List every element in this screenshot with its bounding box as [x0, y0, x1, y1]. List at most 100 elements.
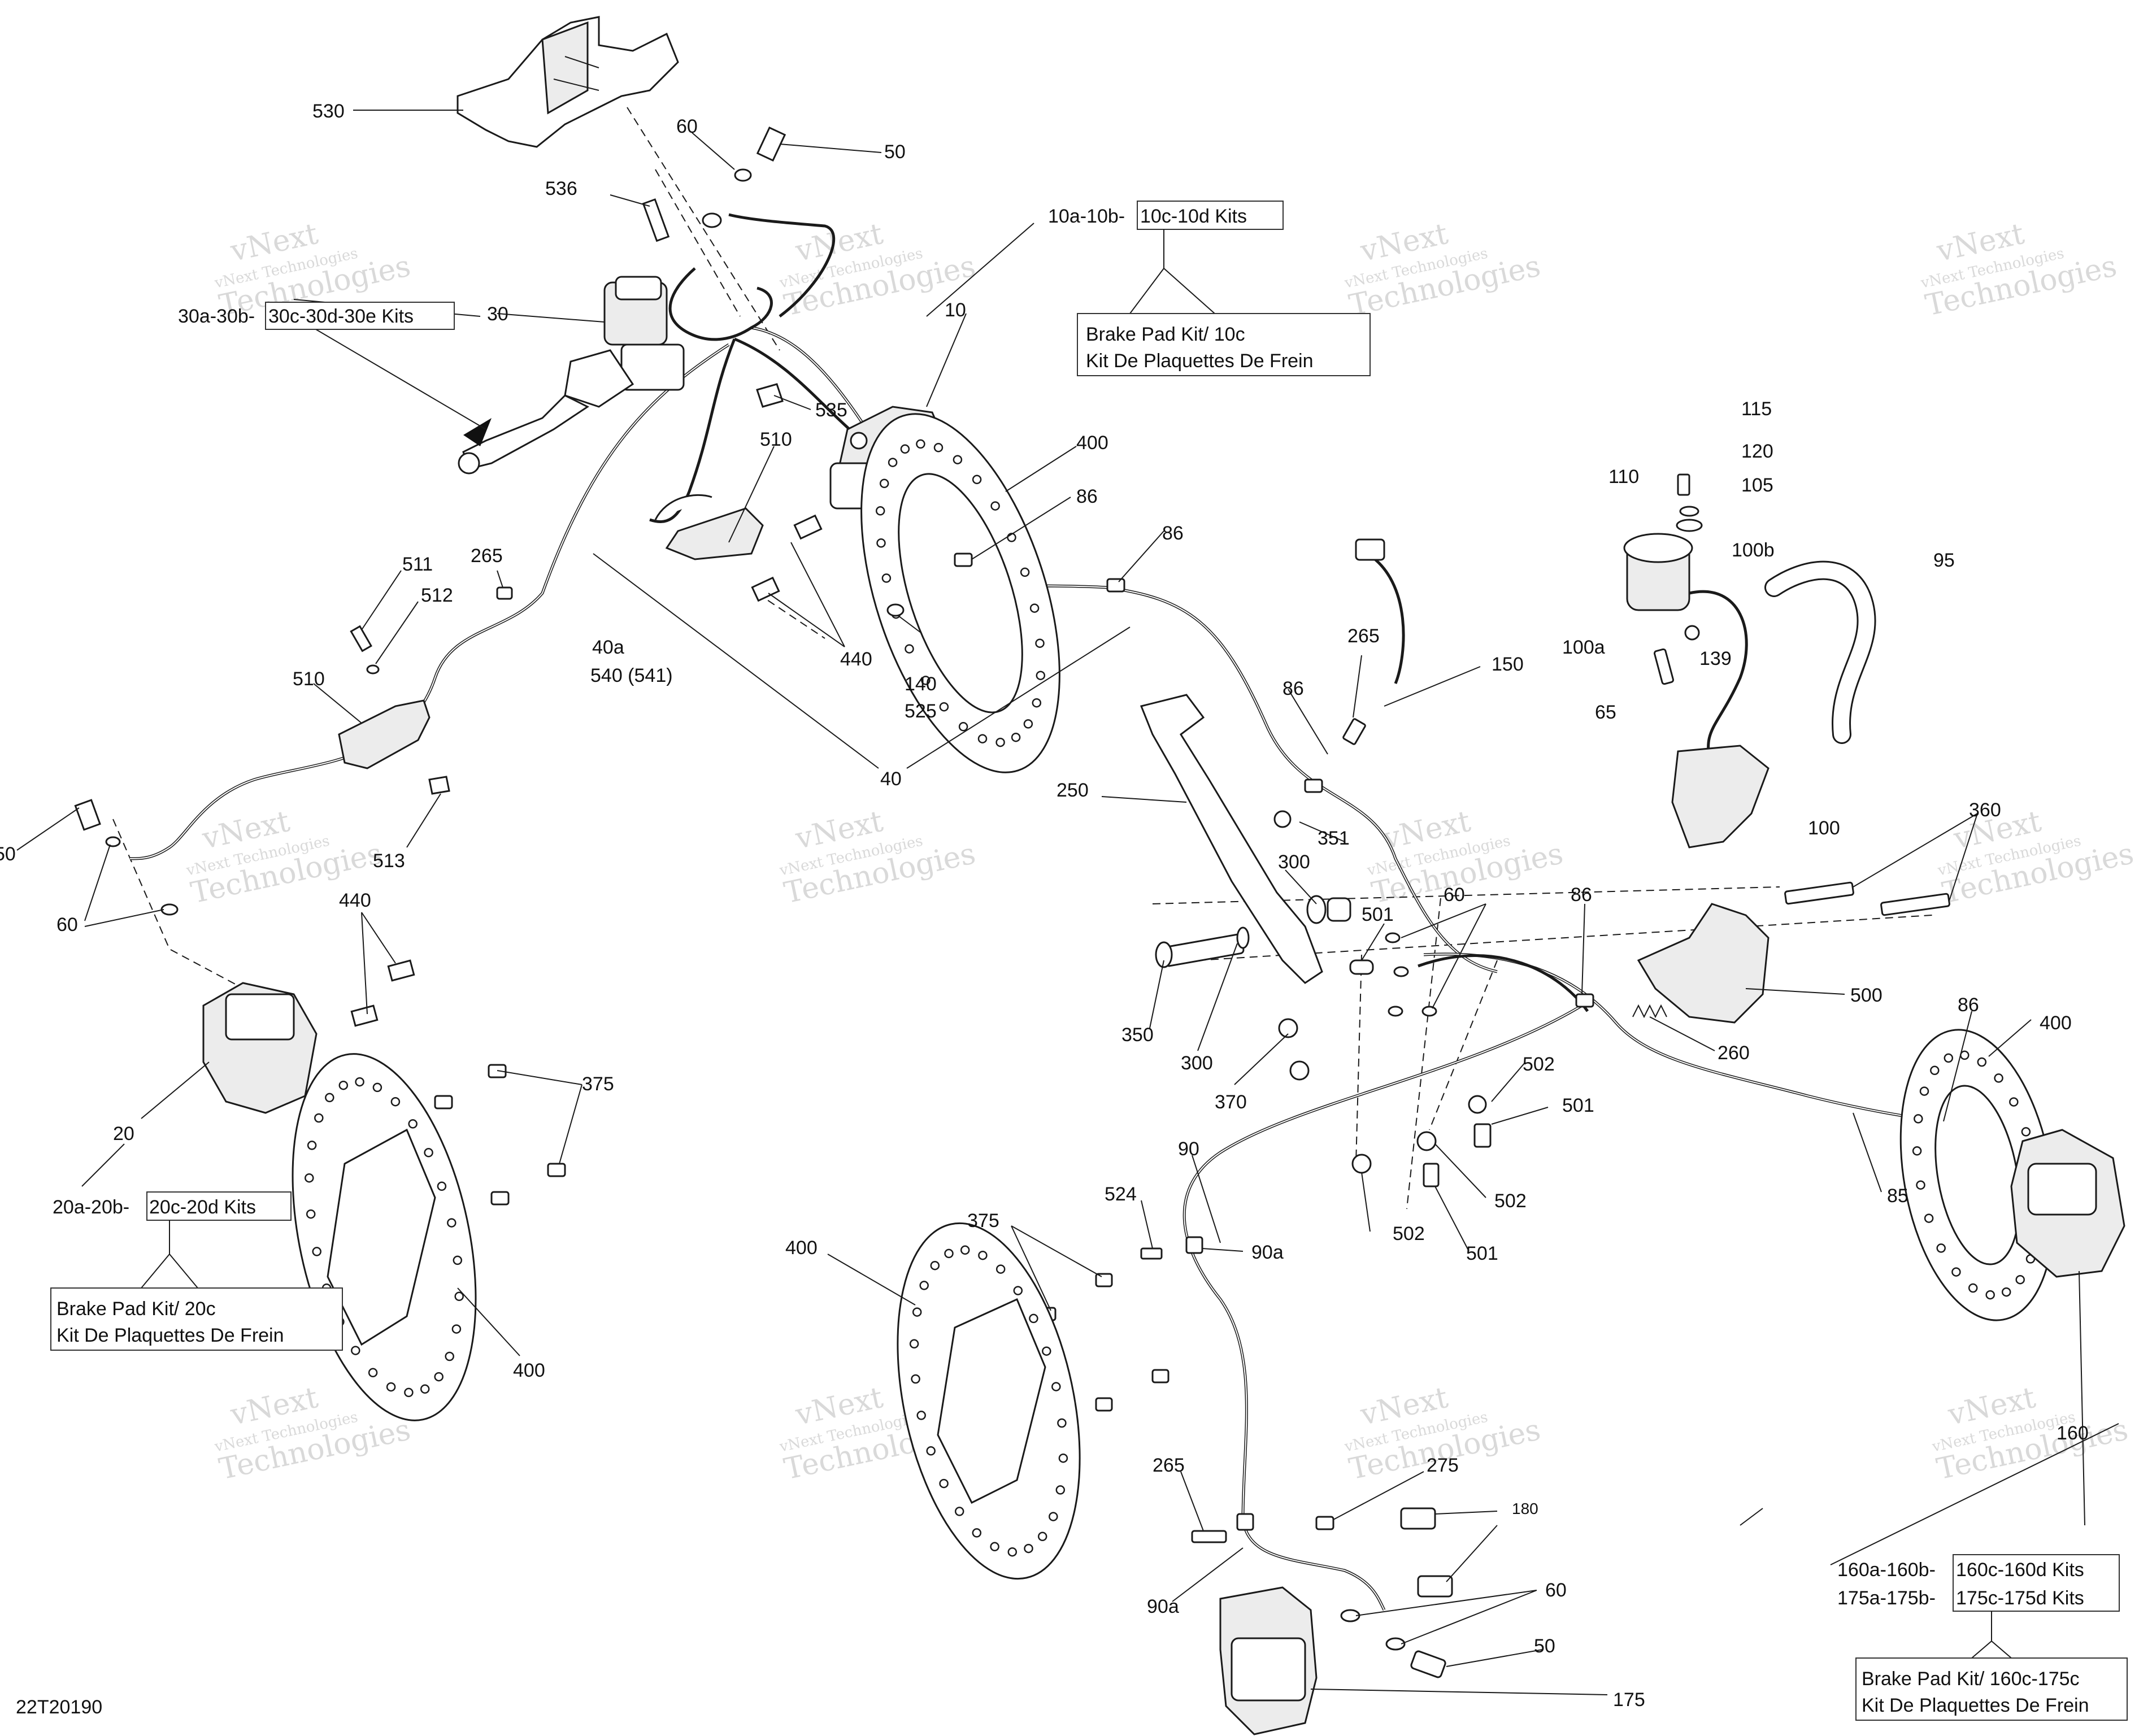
- callout-501: 501: [1562, 1095, 1594, 1116]
- disc-hole: [1944, 1053, 1954, 1063]
- callout-260: 260: [1718, 1042, 1750, 1064]
- clamp-90a-upper: [1185, 1236, 1203, 1254]
- disc-hole: [1968, 1283, 1978, 1293]
- washer-60-left-b: [160, 903, 179, 916]
- nut-370-a: [1278, 1018, 1298, 1038]
- brake-pad-kit-160-line1: Brake Pad Kit/ 160c-175c: [1862, 1668, 2080, 1690]
- callout-20: 20: [113, 1123, 134, 1145]
- callout-350: 350: [1121, 1024, 1154, 1046]
- disc-hole: [1930, 1065, 1940, 1076]
- callout-100a: 100a: [1562, 637, 1605, 658]
- kit-30-box: [265, 302, 455, 330]
- bolt-360-a: [1784, 881, 1854, 905]
- disc-hole: [2015, 1274, 2025, 1285]
- callout-160: 160: [2057, 1422, 2089, 1444]
- disc-hole: [939, 1478, 949, 1489]
- disc-hole: [1037, 1531, 1047, 1542]
- disc-hole: [879, 478, 889, 489]
- disc-hole: [1960, 1050, 1970, 1060]
- callout-512: 512: [421, 585, 453, 606]
- bolt-360-b: [1880, 893, 1950, 916]
- brake-pad-kit-160-line2: Kit De Plaquettes De Frein: [1862, 1695, 2089, 1716]
- disc-hole: [1057, 1418, 1067, 1428]
- kit-160-boxed: 160c-160d Kits: [1956, 1559, 2084, 1581]
- master-cylinder-rear-100: [1671, 745, 1770, 849]
- disc-hole: [977, 734, 988, 743]
- clamp-90a-lower: [1236, 1513, 1254, 1531]
- callout-275: 275: [1427, 1455, 1459, 1476]
- disc-hole: [939, 702, 949, 712]
- callout-375: 375: [967, 1210, 999, 1232]
- spring-260: [1632, 1004, 1667, 1019]
- callout-501: 501: [1362, 904, 1394, 925]
- washer-60-rear-b: [1385, 1637, 1406, 1651]
- washers-60-mid: [1385, 932, 1437, 1017]
- callout-90: 90: [1178, 1138, 1199, 1160]
- rear-left-caliper-175: [1219, 1586, 1318, 1735]
- disc-hole: [1914, 1114, 1923, 1124]
- screws-375-left: [434, 1064, 566, 1206]
- kit-30-boxed: 30c-30d-30e Kits: [268, 306, 414, 327]
- callout-86: 86: [1958, 994, 1979, 1016]
- disc-hole: [451, 1324, 462, 1334]
- screw-501-low: [1423, 1163, 1440, 1187]
- callout-105: 105: [1741, 475, 1773, 496]
- callout-351: 351: [1318, 828, 1350, 849]
- disc-hole: [958, 722, 968, 732]
- disc-hole: [905, 644, 914, 654]
- kit-master: 30a-30b- 30c-30d-30e Kits: [178, 302, 455, 330]
- abs-connector-150: [1355, 538, 1385, 561]
- callout-400: 400: [1076, 432, 1108, 454]
- disc-hole: [372, 1082, 382, 1093]
- washer-300-a: [1306, 895, 1327, 924]
- callout-60: 60: [1444, 884, 1465, 906]
- disc-hole: [434, 1372, 444, 1382]
- disc-hole: [325, 1093, 334, 1103]
- disc-hole: [1977, 1057, 1987, 1067]
- bushing-300-b: [1327, 897, 1351, 922]
- disc-hole: [386, 1382, 396, 1392]
- disc-hole: [1032, 698, 1042, 708]
- brake-pad-kit-10-line1: Brake Pad Kit/ 10c: [1086, 324, 1245, 345]
- disc-hole: [1029, 1313, 1038, 1324]
- disc-hole: [953, 455, 963, 464]
- vent-hose-95-fill: [1766, 562, 1875, 742]
- callout-360: 360: [1969, 799, 2001, 821]
- disc-hole: [1051, 1382, 1061, 1391]
- clamp-139: [1684, 625, 1700, 641]
- callout-30: 30: [487, 303, 508, 325]
- brake-pad-kit-10-box: [1077, 313, 1371, 376]
- brake-pad-kit-160-box: [1855, 1657, 2128, 1721]
- disc-hole: [926, 1446, 936, 1456]
- disc-hole: [1994, 1073, 2003, 1083]
- disc-hole: [1035, 638, 1045, 648]
- disc-hole: [881, 573, 892, 583]
- callout-86: 86: [1076, 486, 1098, 507]
- callout-100b: 100b: [1732, 539, 1775, 561]
- disc-hole: [368, 1368, 378, 1378]
- callout-175: 175: [1613, 1689, 1645, 1711]
- washer-512: [366, 664, 380, 675]
- disc-hole: [1036, 671, 1046, 680]
- brake-disc-400-rear-left: [897, 1222, 1081, 1580]
- brake-disc-400-front-right: [860, 413, 1060, 773]
- callout-180: 180: [1512, 1500, 1538, 1517]
- disc-hole: [995, 737, 1005, 747]
- rear-right-caliper-160: [2010, 1129, 2125, 1278]
- kit-front-left: 20a-20b- 20c-20d Kits Brake Pad Kit/ 20c…: [50, 1191, 343, 1351]
- disc-hole: [978, 1250, 988, 1260]
- kit-160-175-box: [1953, 1554, 2120, 1612]
- disc-hole: [1985, 1290, 1995, 1300]
- disc-hole: [990, 1542, 999, 1552]
- bracket-530: [457, 16, 679, 148]
- nut-370-b: [1289, 1060, 1310, 1081]
- callout-400: 400: [2040, 1012, 2072, 1034]
- callout-115: 115: [1741, 398, 1772, 420]
- bolt-180-a: [1400, 1507, 1436, 1530]
- callout-440: 440: [840, 649, 872, 670]
- grommet-105: [1676, 519, 1703, 532]
- callout-labels: 530 60 50 536 30 10 535 510 400 86 86 44…: [0, 101, 2089, 1711]
- screw-265-mid: [1342, 718, 1366, 745]
- callout-250: 250: [1057, 780, 1089, 801]
- disc-hole: [2001, 1287, 2011, 1297]
